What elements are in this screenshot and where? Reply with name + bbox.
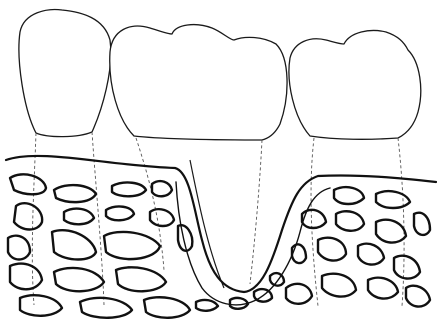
trabecula	[334, 187, 364, 204]
trabecula	[336, 211, 364, 231]
trabecula	[52, 230, 96, 259]
trabecula	[358, 244, 384, 265]
trabecula	[196, 300, 218, 311]
trabecula	[270, 273, 284, 286]
trabecula	[80, 298, 132, 318]
tooth-left-crown	[19, 10, 111, 137]
trabecula	[406, 286, 430, 307]
tooth-middle-root-distal-2	[250, 140, 262, 284]
trabecula	[54, 185, 96, 202]
trabecula	[116, 267, 166, 291]
trabecula	[112, 183, 146, 197]
tooth-right-root-distal	[398, 138, 404, 306]
tooth-left-root-mesial	[32, 133, 36, 305]
tooth-middle-crown	[110, 25, 287, 140]
trabecula	[54, 268, 104, 291]
trabecula	[150, 209, 174, 226]
tooth-right	[289, 31, 421, 307]
tooth-right-crown	[289, 31, 421, 140]
tooth-middle	[110, 25, 287, 288]
trabecular-bone	[8, 174, 430, 317]
trabecula	[8, 236, 30, 260]
trabecula	[14, 203, 42, 229]
trabecula	[322, 274, 356, 297]
trabecula	[106, 207, 134, 221]
trabecula	[10, 174, 46, 194]
trabecula	[20, 295, 62, 316]
trabecula	[292, 244, 306, 263]
tooth-middle-root-distal	[190, 160, 224, 288]
trabecula	[64, 209, 94, 225]
trabecula	[104, 232, 160, 259]
trabecula	[376, 191, 410, 208]
trabecula	[302, 210, 326, 228]
trabecula	[376, 220, 406, 243]
trabecula	[152, 181, 172, 196]
trabecula	[144, 297, 190, 318]
tooth-middle-root-mesial	[136, 138, 164, 270]
trabecula	[368, 278, 398, 299]
trabecula	[414, 213, 430, 235]
trabecula	[318, 238, 346, 261]
trabecula	[10, 264, 42, 290]
trabecula	[286, 284, 312, 304]
tooth-right-root-mesial	[311, 138, 318, 306]
trabecula	[394, 256, 420, 279]
